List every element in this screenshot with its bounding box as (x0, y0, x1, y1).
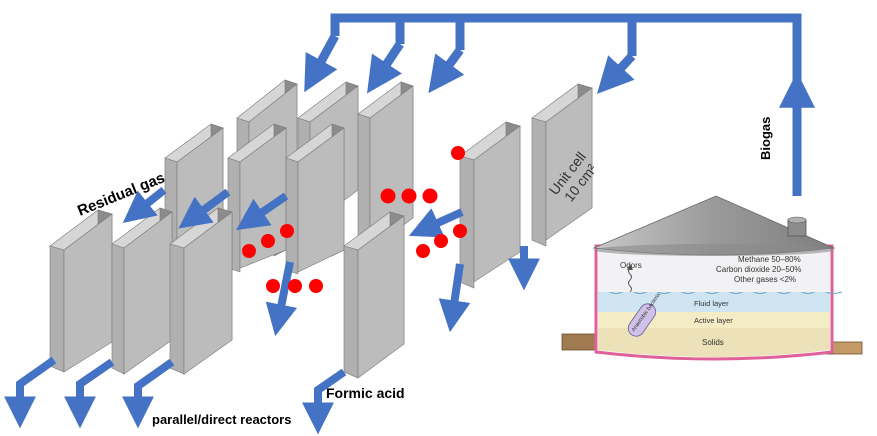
red-dot (422, 188, 438, 204)
out-arrow-2 (64, 358, 115, 429)
red-dot (434, 234, 448, 248)
formic-acid-label: Formic acid (326, 385, 405, 401)
red-dot (280, 224, 294, 238)
panel (459, 121, 521, 289)
other-gases-label: Other gases <2% (734, 275, 796, 284)
panel (227, 123, 287, 273)
out-arrow-1 (4, 356, 57, 429)
red-dot (266, 279, 280, 293)
panel (343, 211, 405, 379)
red-dot (453, 224, 467, 238)
red-dot (451, 146, 465, 160)
red-dots (242, 146, 467, 293)
digester (561, 195, 863, 361)
residual-arrow-2 (178, 188, 231, 229)
methane-label: Methane 50–80% (738, 255, 801, 264)
biogas-label: Biogas (758, 117, 773, 160)
odors-label: Odors (620, 261, 642, 270)
formic-arrow-left (265, 261, 298, 337)
manifold-branch-1 (304, 33, 339, 93)
out-arrow-3 (122, 358, 175, 429)
biogas-manifold (304, 13, 815, 196)
red-dot (242, 244, 256, 258)
parallel-reactors-label: parallel/direct reactors (152, 412, 291, 427)
red-dot (416, 244, 430, 258)
formic-arrow-mid (438, 263, 471, 333)
red-dot (261, 234, 275, 248)
panel (285, 123, 345, 275)
manifold-branch-4-arrow (597, 52, 636, 94)
panel-unit-cell (531, 83, 593, 247)
odor-arrowhead (627, 264, 633, 270)
manifold-branch-2-arrow (367, 41, 404, 94)
dome-rim (594, 244, 834, 256)
unit-cell-label: Unit cell 10 cm² (546, 146, 604, 208)
active-layer-label: Active layer (694, 316, 733, 325)
residual-arrow-3 (236, 192, 289, 231)
panel (357, 81, 414, 263)
panel (169, 207, 233, 375)
solids-label: Solids (702, 338, 724, 347)
vent-cap-top (787, 216, 807, 224)
red-dot (380, 188, 396, 204)
red-dot (288, 279, 302, 293)
solids-layer (598, 328, 830, 357)
carbon-dioxide-label: Carbon dioxide 20–50% (716, 265, 801, 274)
fluid-layer-label: Fluid layer (694, 299, 729, 308)
inlet-pipe (561, 333, 599, 351)
residual-arrow-1 (122, 186, 167, 223)
red-dot (309, 279, 323, 293)
panel (111, 207, 173, 375)
flow-arrows (4, 186, 540, 435)
gas-space (598, 250, 830, 292)
manifold-branch-3-arrow (428, 47, 465, 94)
panels (49, 79, 593, 379)
formic-acid-out-arrow (302, 368, 347, 435)
red-dot (401, 188, 417, 204)
fluid-layer (598, 292, 830, 312)
residual-arrow-4 (408, 208, 464, 238)
bacteria-capsule (627, 303, 657, 337)
panel (49, 209, 113, 373)
active-layer (598, 312, 830, 328)
odor-squiggle (628, 267, 632, 293)
